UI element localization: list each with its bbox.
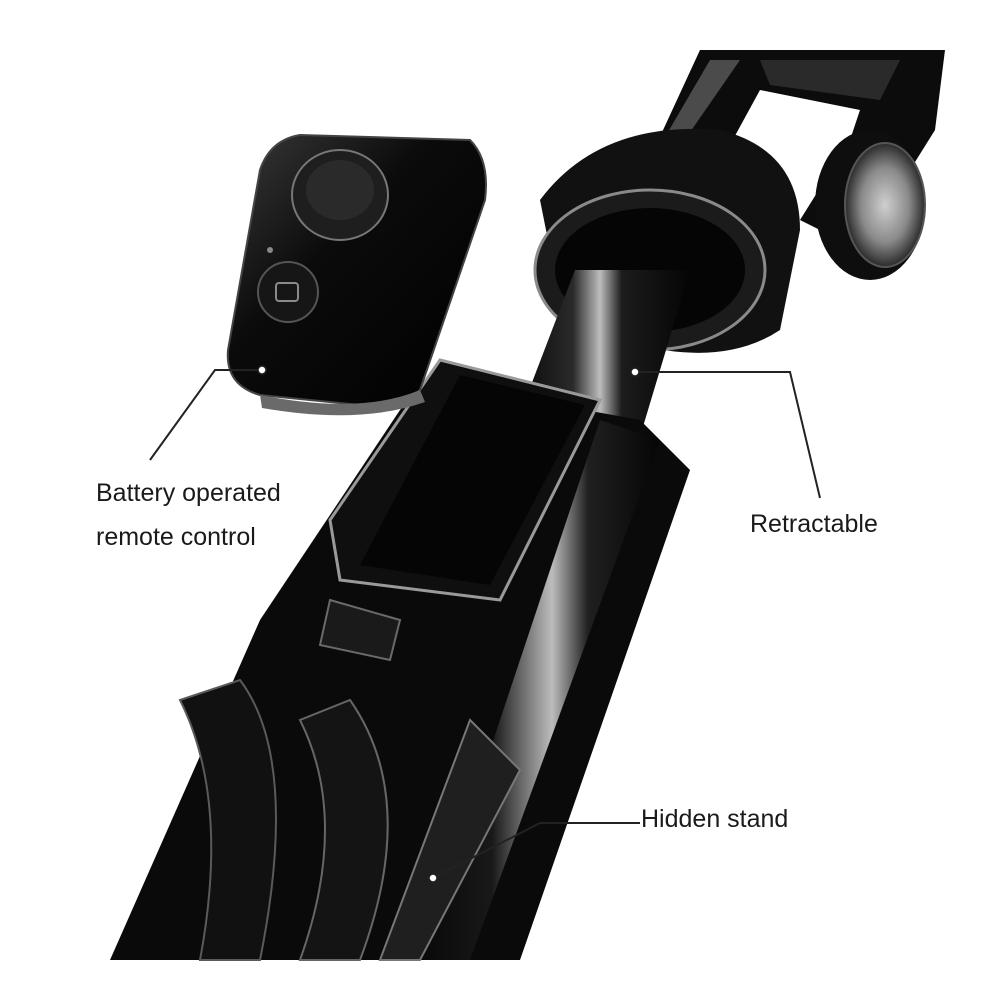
rotation-knob	[815, 130, 926, 280]
callout-retractable: Retractable	[750, 510, 878, 538]
remote-control	[226, 133, 487, 416]
callout-hidden-stand: Hidden stand	[641, 805, 789, 833]
callout-dots	[257, 365, 640, 883]
callout-remote-line1: Battery operated	[96, 479, 281, 507]
callout-remote-line2: remote control	[96, 522, 256, 551]
stand-legs	[178, 678, 522, 961]
pole-body	[110, 358, 690, 960]
callout-lines	[149, 369, 821, 879]
callout-remote-control: Battery operated remote control	[96, 472, 281, 560]
